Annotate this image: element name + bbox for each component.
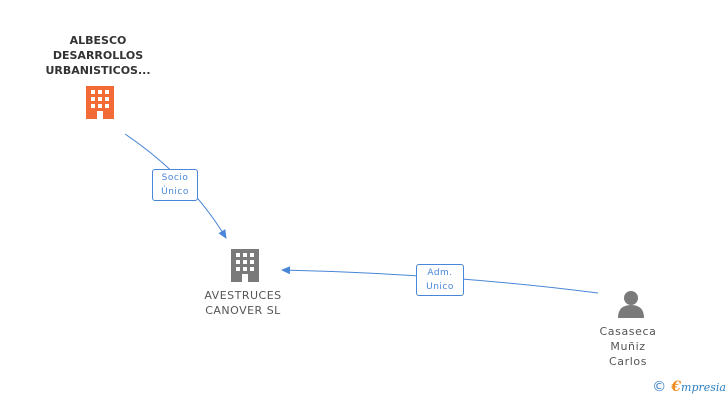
node-label-line: ALBESCO: [69, 34, 127, 47]
node-label-albesco[interactable]: ALBESCO DESARROLLOS URBANISTICOS...: [38, 33, 158, 78]
node-label-line: URBANISTICOS...: [45, 64, 151, 77]
company-building-icon[interactable]: [86, 86, 114, 119]
node-label-line: CANOVER SL: [205, 304, 281, 317]
person-icon[interactable]: [618, 291, 644, 318]
node-label-casaseca[interactable]: Casaseca Muñiz Carlos: [568, 324, 688, 369]
brand-footer[interactable]: © € mpresia: [652, 379, 726, 395]
node-label-line: DESARROLLOS: [52, 49, 144, 62]
edge-label-line: Adm.: [427, 268, 453, 278]
company-building-icon[interactable]: [231, 249, 259, 282]
brand-logo-initial: €: [671, 379, 682, 395]
edge-label-adm-unico: Adm. Unico: [416, 264, 464, 296]
node-label-line: Carlos: [608, 355, 648, 368]
copyright-icon: ©: [652, 379, 667, 395]
edge-label-socio-unico: Socio Único: [152, 169, 198, 201]
node-label-line: Casaseca: [599, 325, 657, 338]
node-label-line: AVESTRUCES: [204, 289, 282, 302]
node-label-avestruces[interactable]: AVESTRUCES CANOVER SL: [183, 288, 303, 318]
brand-logo-text: mpresia: [681, 380, 726, 394]
edge-label-line: Unico: [426, 282, 454, 292]
node-label-line: Muñiz: [610, 340, 646, 353]
edge-label-line: Único: [161, 187, 189, 197]
edge-label-line: Socio: [161, 173, 189, 183]
